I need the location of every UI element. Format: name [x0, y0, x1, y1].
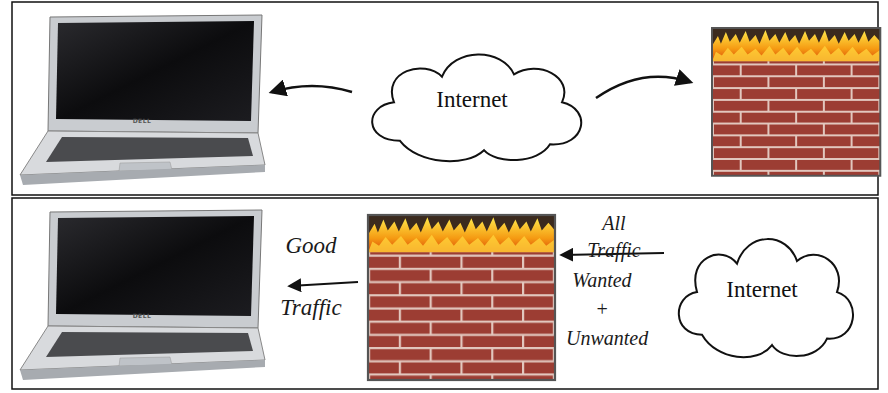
cloud-node: Internet	[662, 212, 862, 367]
laptop-illustration	[20, 15, 265, 185]
brand-logo: DELL	[130, 312, 154, 320]
cloud-node: Internet	[352, 30, 592, 170]
arrow	[272, 86, 352, 92]
laptop-illustration	[20, 210, 265, 380]
brand-logo: DELL	[130, 117, 154, 125]
firewall-illustration	[368, 215, 555, 380]
arrow	[596, 77, 690, 98]
panel-border	[12, 198, 878, 389]
handwritten-note: Good Traffic	[266, 215, 356, 339]
node-text: Internet	[726, 277, 798, 303]
node-text: Internet	[436, 87, 508, 113]
handwritten-note: All Traffic	[574, 210, 654, 264]
arrow	[290, 282, 358, 286]
handwritten-note: Wanted + Unwanted	[566, 266, 638, 353]
cloud-outline-path	[372, 54, 581, 161]
cloud-outline-path	[679, 239, 853, 357]
firewall-illustration	[712, 28, 880, 176]
